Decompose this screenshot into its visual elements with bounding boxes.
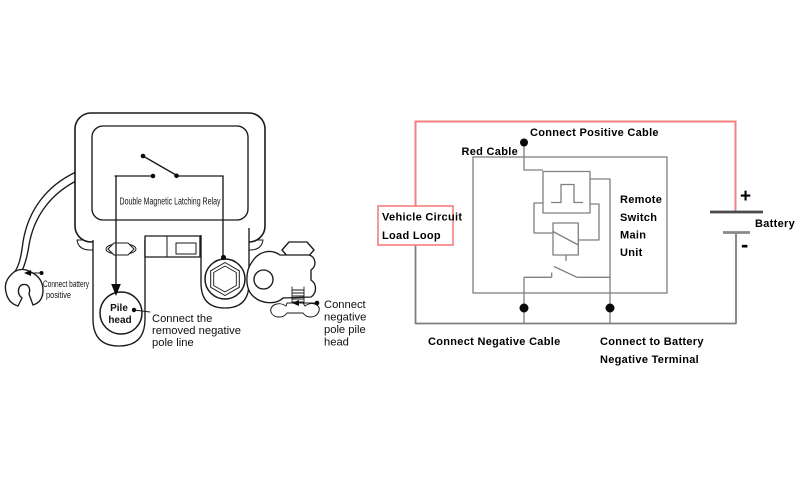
svg-text:Main: Main <box>620 230 646 242</box>
center-terminal-block <box>144 235 201 258</box>
relay-name-label: Double Magnetic Latching Relay <box>120 197 221 208</box>
clamp-thread <box>291 286 305 307</box>
svg-text:head: head <box>108 315 131 326</box>
positive-wire <box>4 171 77 307</box>
vehicle-load-box <box>377 205 454 246</box>
switch-blade <box>142 155 177 176</box>
unit-internal-wires <box>523 146 611 324</box>
circuit-diagram: + - Battery Connect Positive Cable Red C… <box>377 120 796 366</box>
wire-curve-outer <box>13 171 77 274</box>
hex-nut <box>210 262 240 296</box>
center-block-detail <box>175 242 197 255</box>
vehicle-load-box-label: Vehicle Circuit Load Loop <box>382 212 462 243</box>
device-illustration: Double Magnetic Latching Relay Pile head… <box>4 112 367 349</box>
switch-contact-top <box>140 153 146 159</box>
relay-coil-diagonal <box>552 230 579 246</box>
svg-text:Connect the: Connect the <box>152 313 212 325</box>
negative-junction-dot-left <box>519 303 529 313</box>
svg-text:positive: positive <box>46 290 71 300</box>
battery-symbol: + - Battery <box>710 186 796 257</box>
label-dot <box>39 271 44 275</box>
svg-text:Connect battery: Connect battery <box>43 279 89 289</box>
relay-coil-box <box>552 222 579 256</box>
remote-unit-box <box>472 156 668 294</box>
svg-text:Negative Terminal: Negative Terminal <box>600 354 699 366</box>
positive-cable-wire <box>414 120 737 211</box>
terminal-small-nut <box>107 242 135 256</box>
down-arrowhead <box>111 284 121 296</box>
positive-junction-dot <box>520 138 528 147</box>
battery-positive-label: Connect battery positive <box>24 270 89 300</box>
removed-negative-label: Connect the removed negative pole line <box>152 313 241 349</box>
clamp-body <box>246 250 317 304</box>
svg-text:Vehicle Circuit: Vehicle Circuit <box>382 212 462 224</box>
pulse-generator-box <box>542 170 591 214</box>
relay-body <box>74 112 266 243</box>
svg-text:Remote: Remote <box>620 194 662 206</box>
hex-nut-inner <box>213 265 237 293</box>
connect-negative-cable-label: Connect Negative Cable <box>428 336 561 348</box>
connect-positive-cable-label: Connect Positive Cable <box>530 127 659 139</box>
fork-terminal <box>4 268 44 307</box>
battery-minus-sign: - <box>741 232 748 257</box>
left-arrowhead <box>292 300 299 306</box>
relay-switch-symbol <box>114 153 224 179</box>
svg-text:head: head <box>324 337 349 349</box>
nut-lead-dot <box>220 254 227 261</box>
svg-text:pole line: pole line <box>152 337 194 349</box>
pile-head-circle <box>99 291 143 335</box>
svg-text:removed negative: removed negative <box>152 325 241 337</box>
pile-head-label: Pile head <box>108 303 151 326</box>
clamp-wing-nut <box>270 302 320 318</box>
svg-text:negative: negative <box>324 312 366 324</box>
pile-label-line <box>133 309 151 313</box>
battery-plus-sign: + <box>740 186 751 207</box>
switch-contact-left <box>150 173 156 179</box>
red-cable-label: Red Cable <box>462 146 519 158</box>
relay-inner-panel <box>91 125 249 221</box>
svg-text:Switch: Switch <box>620 212 657 224</box>
battery-clamp <box>246 241 320 318</box>
switch-contact-right <box>174 173 179 179</box>
label-dot <box>314 300 320 306</box>
svg-text:Connect: Connect <box>324 299 367 311</box>
svg-text:pole pile: pole pile <box>324 324 366 336</box>
svg-text:Connect to Battery: Connect to Battery <box>600 336 704 348</box>
connect-to-battery-label: Connect to Battery Negative Terminal <box>600 336 704 366</box>
clamp-post-hole <box>253 269 274 290</box>
svg-text:Pile: Pile <box>110 303 128 314</box>
negative-junction-dot-right <box>605 303 615 313</box>
remote-unit-label: Remote Switch Main Unit <box>620 194 662 259</box>
svg-text:Unit: Unit <box>620 247 643 259</box>
negative-pile-label: Connect negative pole pile head <box>292 299 367 349</box>
negative-cable-wire <box>414 233 737 325</box>
wire-curve-inner <box>18 180 77 279</box>
svg-text:Load Loop: Load Loop <box>382 230 441 242</box>
left-arrowhead <box>24 270 31 276</box>
pulse-waveform-icon <box>551 183 583 204</box>
battery-label: Battery <box>755 218 796 230</box>
